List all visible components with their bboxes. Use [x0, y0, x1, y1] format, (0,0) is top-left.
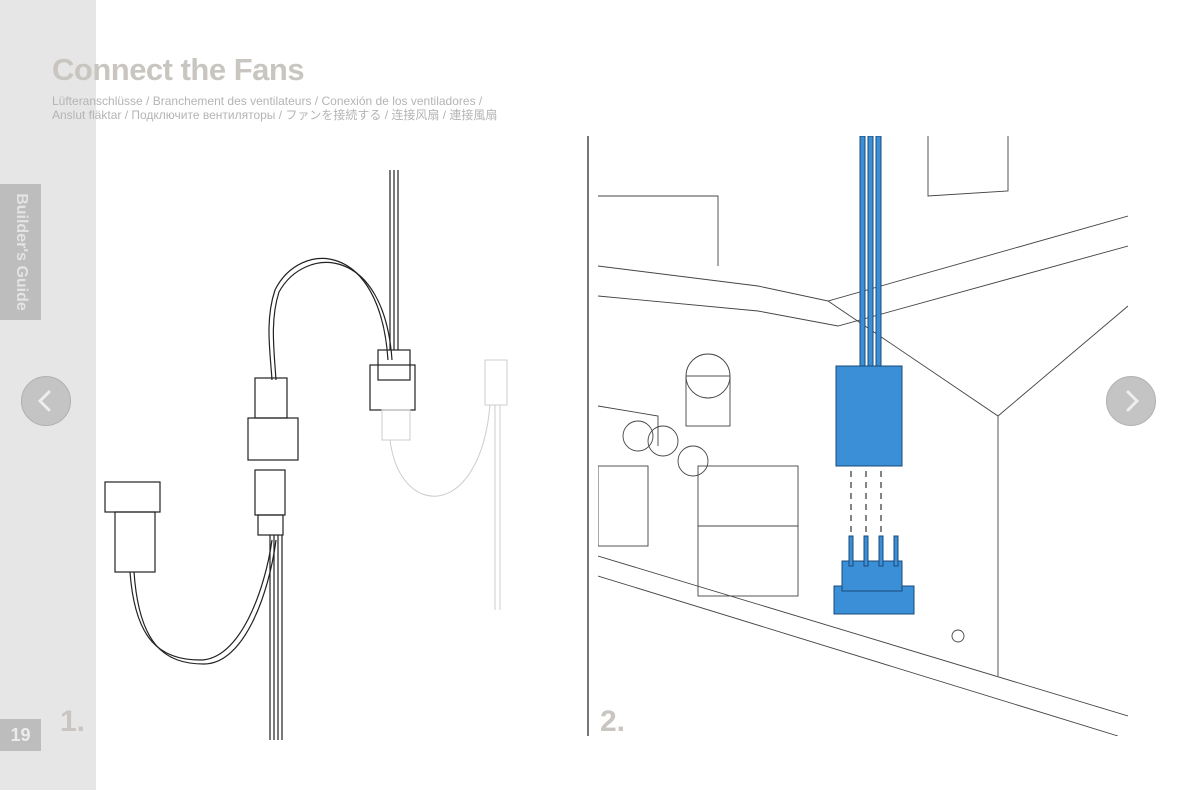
motherboard-fan-header-illustration	[598, 136, 1128, 736]
builders-guide-tab[interactable]: Builder's Guide	[0, 184, 41, 320]
step-2-label: 2.	[600, 705, 626, 738]
page-number: 19	[0, 719, 41, 751]
step-1-label: 1.	[60, 705, 86, 738]
chevron-left-icon	[37, 390, 51, 412]
page-title: Connect the Fans	[52, 52, 305, 87]
chevron-right-icon	[1126, 390, 1140, 412]
next-page-button[interactable]	[1106, 376, 1156, 426]
step-divider	[587, 136, 589, 736]
subtitle-line-1: Lüfteranschlüsse / Branchement des venti…	[52, 94, 483, 108]
subtitle-line-2: Anslut fläktar / Подключите вентиляторы …	[52, 108, 498, 122]
builders-guide-label: Builder's Guide	[12, 193, 30, 311]
fan-splitter-cable-illustration	[104, 170, 508, 740]
prev-page-button[interactable]	[21, 376, 71, 426]
page-subtitle: Lüfteranschlüsse / Branchement des venti…	[52, 94, 522, 122]
